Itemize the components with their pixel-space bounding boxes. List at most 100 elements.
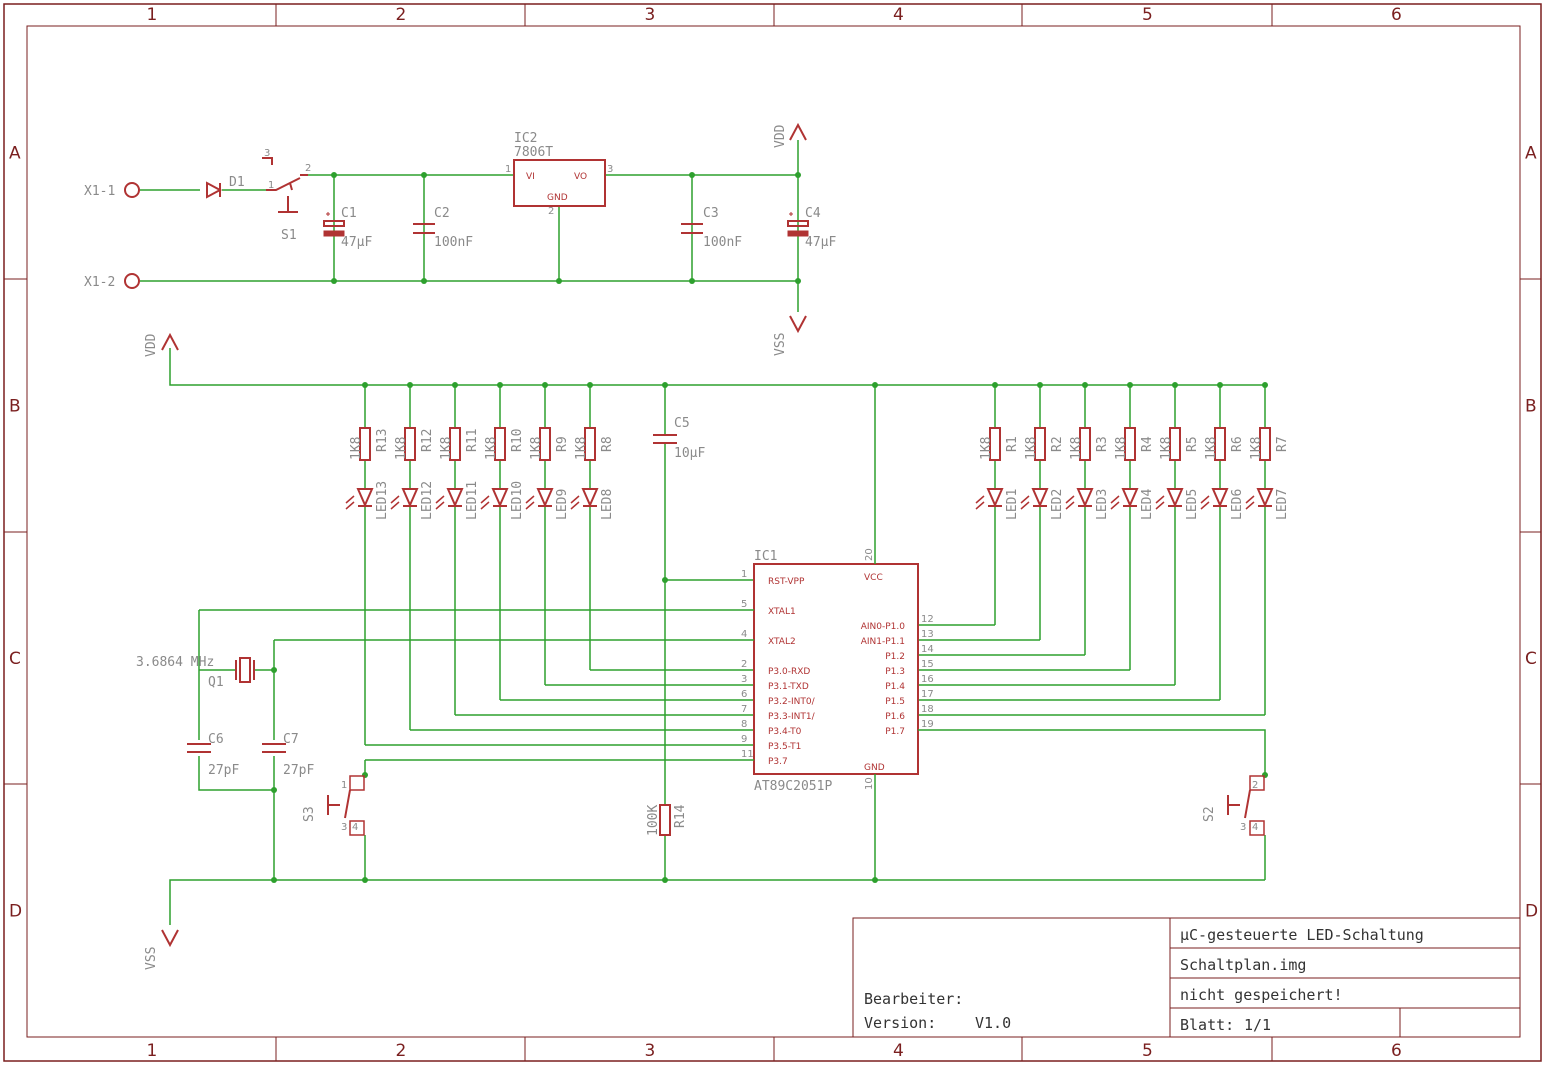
vdd-label-main: VDD [144, 333, 159, 357]
led-label: LED3 [1095, 489, 1110, 520]
regulator-ic2 [513, 159, 606, 207]
mcu-pin-name: P3.0-RXD [768, 667, 810, 677]
vss-label-main: VSS [144, 947, 159, 970]
junction-dot [992, 382, 998, 388]
led-icon [491, 488, 509, 508]
led-light-arrows-icon [1065, 495, 1075, 510]
resistor-label: R3 [1095, 436, 1110, 452]
outer-frame [3, 3, 1542, 1062]
ic2-vo: VO [574, 172, 587, 182]
grid-row-right: C [1525, 649, 1537, 669]
led-light-arrows-icon [570, 495, 580, 510]
resistor-label: R2 [1050, 436, 1065, 452]
editor-label: Bearbeiter: [864, 990, 963, 1008]
mcu-pin-name: P1.7 [885, 727, 905, 737]
mcu-pin-name: P3.3-INT1/ [768, 712, 816, 722]
grid-col-top: 6 [1391, 5, 1402, 25]
led-icon [446, 488, 464, 508]
resistor-r13 [359, 427, 371, 461]
led-light-arrows-icon [1245, 495, 1255, 510]
resistor-label: R7 [1275, 436, 1290, 452]
resistor-value: 1K8 [1069, 437, 1084, 460]
led-icon [1211, 488, 1229, 508]
r14-value: 100K [646, 805, 661, 836]
file-name-text: Schaltplan.img [1180, 956, 1306, 974]
s3-pin1: 1 [341, 780, 347, 791]
resistor-r11 [449, 427, 461, 461]
switch-s3 [327, 775, 365, 836]
junction-dot [452, 382, 458, 388]
ic1-vcc: VCC [864, 573, 883, 583]
led-icon [1076, 488, 1094, 508]
led-light-arrows-icon [1200, 495, 1210, 510]
q1-label: Q1 [208, 675, 224, 690]
crystal-q1 [235, 657, 255, 683]
resistor-label: R13 [375, 429, 390, 452]
resistor-r5 [1169, 427, 1181, 461]
c7-label: C7 [283, 732, 299, 747]
mcu-pin-number: 3 [741, 674, 747, 685]
resistor-r1 [989, 427, 1001, 461]
r14-label: R14 [673, 804, 688, 828]
mcu-ic1 [753, 563, 919, 775]
save-status-text: nicht gespeichert! [1180, 986, 1343, 1004]
led-light-arrows-icon [525, 495, 535, 510]
led-label: LED11 [465, 481, 480, 520]
junction-dot [542, 382, 548, 388]
led-label: LED12 [420, 481, 435, 520]
title-block: µC-gesteuerte LED-Schaltung Schaltplan.i… [852, 917, 1521, 1038]
led-label: LED9 [555, 489, 570, 520]
mcu-pin-number: 8 [741, 719, 747, 730]
capacitor-c3 [681, 223, 703, 234]
resistor-value: 1K8 [484, 437, 499, 460]
s1-pin3: 3 [264, 148, 270, 159]
ic1-gnd: GND [864, 763, 885, 773]
led-light-arrows-icon [1155, 495, 1165, 510]
s2-pin2: 2 [1252, 780, 1258, 791]
mcu-pin-number: 11 [741, 749, 754, 760]
grid-col-top: 4 [893, 5, 904, 25]
led-light-arrows-icon [390, 495, 400, 510]
grid-col-top: 5 [1142, 5, 1153, 25]
sheet-value: 1/1 [1244, 1016, 1271, 1034]
junction-dot [1262, 382, 1268, 388]
s3-pin4: 4 [352, 822, 358, 833]
resistor-r2 [1034, 427, 1046, 461]
capacitor-c6 [187, 743, 211, 753]
grid-row-left: A [9, 144, 21, 164]
junction-dot [1217, 382, 1223, 388]
c6-label: C6 [208, 732, 224, 747]
resistor-value: 1K8 [349, 437, 364, 460]
led-label: LED7 [1275, 489, 1290, 520]
mcu-pin-name: P1.5 [885, 697, 905, 707]
resistor-r10 [494, 427, 506, 461]
ic2-pin2: 2 [548, 206, 554, 217]
resistor-label: R5 [1185, 436, 1200, 452]
s3-label: S3 [302, 806, 317, 822]
junction-dot [407, 382, 413, 388]
resistor-value: 1K8 [439, 437, 454, 460]
c4-label: C4 [805, 206, 821, 221]
led-label: LED1 [1005, 489, 1020, 520]
q1-value: 3.6864 MHz [136, 655, 214, 670]
mcu-pin-number: 17 [921, 689, 934, 700]
mcu-pin-number: 16 [921, 674, 934, 685]
resistor-value: 1K8 [1159, 437, 1174, 460]
mcu-pin-name: P3.1-TXD [768, 682, 809, 692]
grid-col-bottom: 6 [1391, 1041, 1402, 1061]
resistor-r6 [1214, 427, 1226, 461]
led-icon [1166, 488, 1184, 508]
grid-col-bottom: 1 [147, 1041, 158, 1061]
resistor-label: R6 [1230, 436, 1245, 452]
c2-value: 100nF [434, 235, 473, 250]
c3-label: C3 [703, 206, 719, 221]
led-icon [1121, 488, 1139, 508]
mcu-pin-name: P3.2-INT0/ [768, 697, 816, 707]
vss-arrow-icon [161, 929, 179, 948]
mcu-pin-number: 18 [921, 704, 934, 715]
led-label: LED8 [600, 489, 615, 520]
led-light-arrows-icon [975, 495, 985, 510]
